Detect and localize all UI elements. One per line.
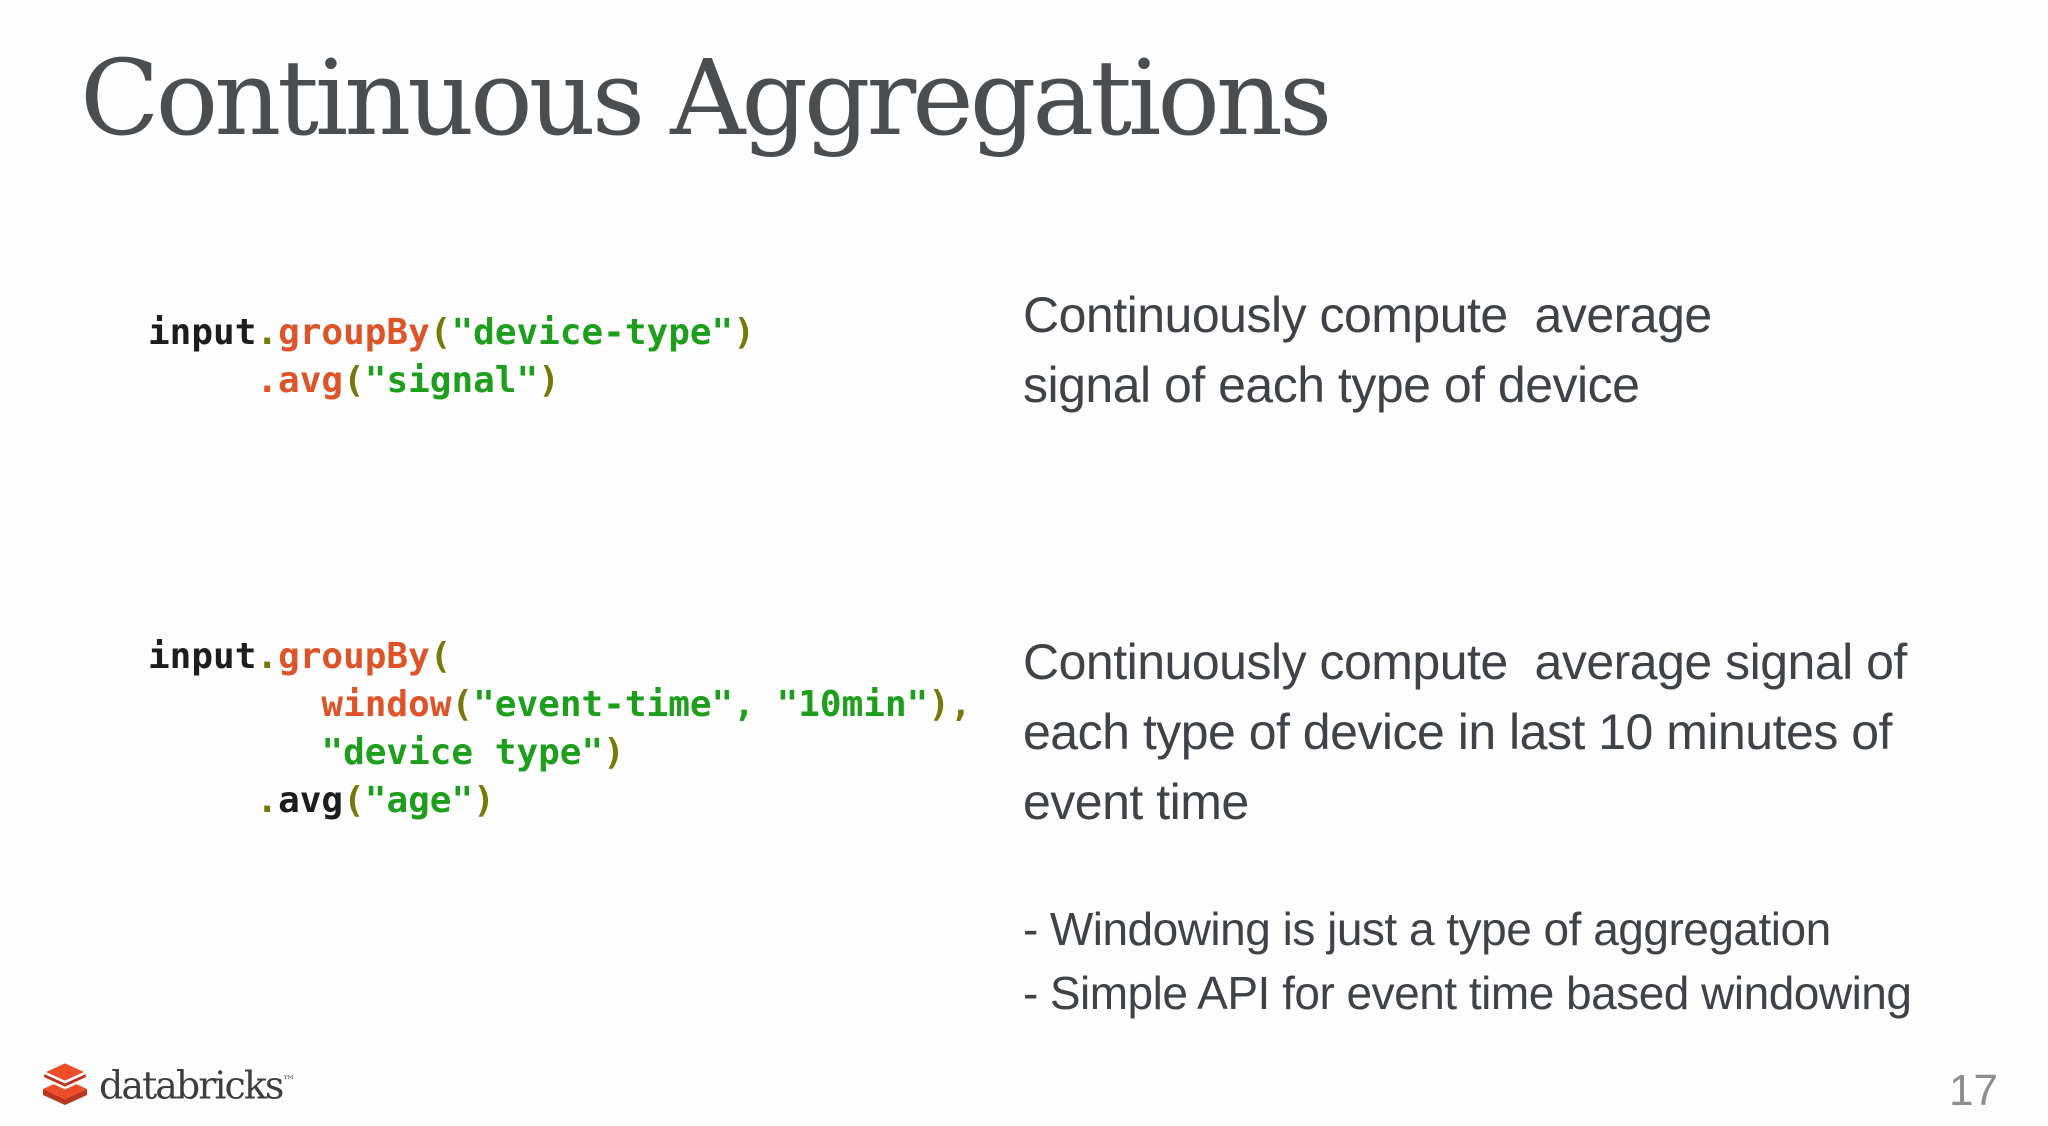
code-block-1: input.groupBy("device-type") .avg("signa…: [148, 312, 755, 401]
description-2: Continuously compute average signal of e…: [1023, 634, 1907, 830]
bullet-list: - Windowing is just a type of aggregatio…: [1023, 897, 1912, 1025]
logo-wordmark-text: databricks: [99, 1063, 284, 1108]
bullet-text-2: Simple API for event time based windowin…: [1049, 967, 1912, 1019]
bullet-text-1: Windowing is just a type of aggregation: [1049, 903, 1831, 955]
slide-title: Continuous Aggregations: [80, 37, 1332, 159]
code-block-2: input.groupBy( window("event-time", "10m…: [148, 636, 972, 821]
bullet-marker: -: [1023, 967, 1038, 1019]
description-1: Continuously compute average signal of e…: [1023, 287, 1712, 413]
bullet-item-2: - Simple API for event time based window…: [1023, 961, 1912, 1025]
databricks-cubes-icon: [39, 1060, 91, 1105]
logo-wordmark: databricks™: [99, 1058, 295, 1110]
logo-trademark: ™: [282, 1074, 296, 1089]
bullet-marker: -: [1023, 903, 1038, 955]
page-number: 17: [1949, 1066, 1998, 1115]
bullet-item-1: - Windowing is just a type of aggregatio…: [1023, 897, 1911, 961]
databricks-logo: databricks™: [38, 1058, 295, 1110]
